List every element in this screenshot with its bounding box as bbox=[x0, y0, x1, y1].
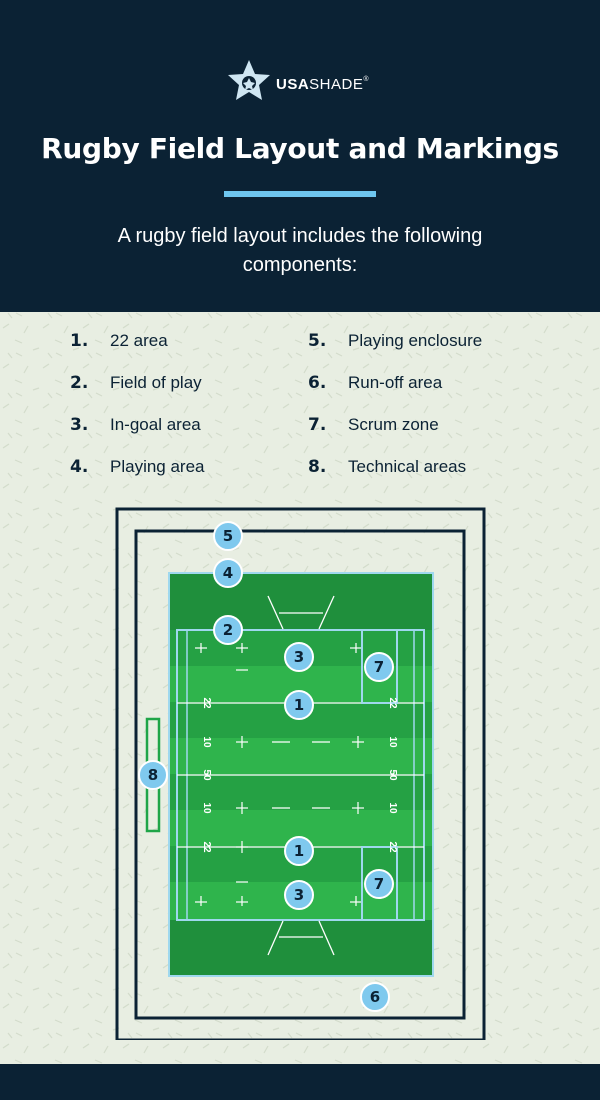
star-icon bbox=[228, 60, 270, 100]
legend-item-22-area: 1. 22 area bbox=[70, 326, 168, 356]
legend-label: 22 area bbox=[110, 331, 168, 350]
badge-number: 2 bbox=[223, 621, 233, 639]
legend-item-field-of-play: 2. Field of play bbox=[70, 368, 202, 398]
scrum-zone-bottom bbox=[361, 846, 398, 921]
brand-name: USASHADE® bbox=[276, 76, 369, 93]
legend-label: In-goal area bbox=[110, 415, 201, 434]
badge-number: 3 bbox=[294, 886, 304, 904]
page-subtitle: A rugby field layout includes the follow… bbox=[117, 225, 483, 276]
yard-label-50-right: 50 bbox=[387, 769, 398, 781]
legend-number: 5. bbox=[308, 331, 327, 351]
badge-number: 6 bbox=[370, 988, 380, 1006]
legend-item-scrum-zone: 7. Scrum zone bbox=[308, 410, 439, 440]
goal-post-top bbox=[267, 595, 335, 630]
badge-number: 4 bbox=[223, 564, 233, 582]
legend-item-playing-area: 4. Playing area bbox=[70, 452, 205, 482]
badge-number: 3 bbox=[294, 648, 304, 666]
legend-number: 8. bbox=[308, 457, 327, 477]
playing-enclosure-boundary bbox=[115, 507, 486, 1040]
badge-playing-area: 4 bbox=[213, 558, 243, 588]
yard-labels-right: 22 10 50 10 22 bbox=[387, 697, 398, 853]
legend-number: 3. bbox=[70, 415, 89, 435]
yard-label-22-left-top: 22 bbox=[201, 697, 212, 709]
legend-item-run-off-area: 6. Run-off area bbox=[308, 368, 442, 398]
badge-number: 8 bbox=[148, 766, 158, 784]
legend-item-in-goal-area: 3. In-goal area bbox=[70, 410, 201, 440]
brand-name-regular: SHADE bbox=[309, 76, 364, 93]
yard-label-10-left-bottom: 10 bbox=[201, 802, 212, 814]
legend-number: 4. bbox=[70, 457, 89, 477]
brand-trademark: ® bbox=[363, 76, 370, 83]
badge-playing-enclosure: 5 bbox=[213, 521, 243, 551]
badge-number: 7 bbox=[374, 875, 384, 893]
legend-label: Run-off area bbox=[348, 373, 443, 392]
yard-label-22-left-bottom: 22 bbox=[201, 841, 212, 853]
yard-label-10-right-bottom: 10 bbox=[387, 802, 398, 814]
legend-label: Playing enclosure bbox=[348, 331, 483, 350]
legend-label: Field of play bbox=[110, 373, 202, 392]
yard-labels-left: 22 10 50 10 22 bbox=[201, 697, 212, 853]
badge-number: 1 bbox=[294, 696, 304, 714]
title-underline bbox=[224, 191, 376, 197]
badge-22-area-top: 1 bbox=[284, 690, 314, 720]
dashed-markings bbox=[195, 643, 364, 906]
brand-logo bbox=[228, 60, 270, 100]
badge-run-off-area: 6 bbox=[360, 982, 390, 1012]
yard-label-10-right-top: 10 bbox=[387, 736, 398, 748]
legend-number: 7. bbox=[308, 415, 327, 435]
badge-in-goal-top: 3 bbox=[284, 642, 314, 672]
legend-item-technical-areas: 8. Technical areas bbox=[308, 452, 466, 482]
brand-name-bold: USA bbox=[276, 76, 310, 93]
yard-label-50-left: 50 bbox=[201, 769, 212, 781]
badge-number: 5 bbox=[223, 527, 233, 545]
badge-scrum-zone-top: 7 bbox=[364, 652, 394, 682]
badge-number: 1 bbox=[294, 842, 304, 860]
badge-scrum-zone-bottom: 7 bbox=[364, 869, 394, 899]
badge-field-of-play: 2 bbox=[213, 615, 243, 645]
scrum-zone-top bbox=[361, 629, 398, 704]
legend-number: 2. bbox=[70, 373, 89, 393]
yard-label-22-right-top: 22 bbox=[387, 697, 398, 709]
badge-technical-areas: 8 bbox=[138, 760, 168, 790]
legend-number: 6. bbox=[308, 373, 327, 393]
legend-number: 1. bbox=[70, 331, 89, 351]
legend-item-playing-enclosure: 5. Playing enclosure bbox=[308, 326, 482, 356]
run-off-boundary bbox=[134, 529, 466, 1020]
badge-in-goal-bottom: 3 bbox=[284, 880, 314, 910]
badge-22-area-bottom: 1 bbox=[284, 836, 314, 866]
goal-post-bottom bbox=[267, 920, 335, 956]
yard-label-22-right-bottom: 22 bbox=[387, 841, 398, 853]
legend-label: Playing area bbox=[110, 457, 205, 476]
legend-label: Technical areas bbox=[348, 457, 467, 476]
badge-number: 7 bbox=[374, 658, 384, 676]
page-title: Rugby Field Layout and Markings bbox=[41, 132, 559, 165]
header-banner: USASHADE® Rugby Field Layout and Marking… bbox=[0, 0, 600, 312]
field-stripes bbox=[170, 630, 432, 920]
rugby-field-diagram: 22 10 50 10 22 22 10 50 10 22 5 4 2 3 bbox=[115, 507, 486, 1040]
legend-label: Scrum zone bbox=[348, 415, 439, 434]
component-legend: 1. 22 area 2. Field of play 3. In-goal a… bbox=[0, 326, 600, 486]
footer-bar bbox=[0, 1064, 600, 1100]
yard-label-10-left-top: 10 bbox=[201, 736, 212, 748]
